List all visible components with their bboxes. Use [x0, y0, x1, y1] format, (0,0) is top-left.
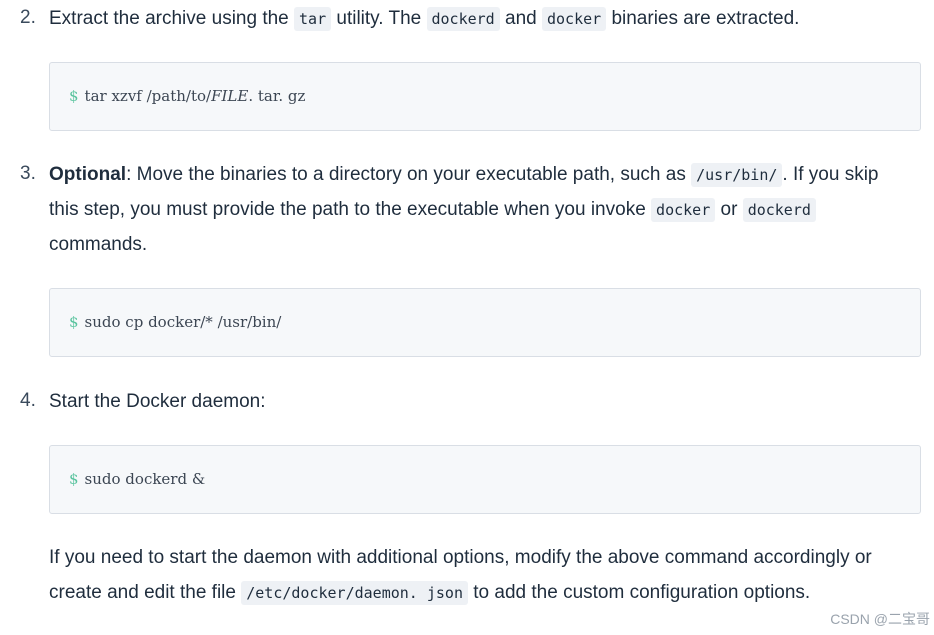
inline-code-dockerd: dockerd	[426, 7, 500, 31]
note-line-2: create and edit the file /etc/docker/dae…	[49, 581, 810, 605]
prompt-symbol: $	[69, 470, 79, 488]
inline-code-tar: tar	[294, 7, 332, 31]
step-number: 2.	[20, 7, 36, 28]
inline-code-usr-bin: /usr/bin/	[691, 163, 783, 187]
step-text-line-1: Optional: Move the binaries to a directo…	[49, 163, 879, 187]
inline-code-docker: docker	[541, 7, 607, 31]
step-text: Extract the archive using the tar utilit…	[49, 7, 799, 31]
command-text: sudo cp docker/* /usr/bin/	[84, 313, 282, 331]
text: this step, you must provide the path to …	[49, 199, 652, 220]
text: and	[499, 8, 542, 29]
code-block-daemon[interactable]: $ sudo dockerd &	[49, 445, 921, 514]
command: $ sudo cp docker/* /usr/bin/	[69, 313, 281, 331]
step-text-line-3: commands.	[49, 234, 148, 255]
prompt-symbol: $	[69, 313, 79, 331]
csdn-watermark: CSDN @二宝哥	[830, 611, 930, 627]
code-block-copy[interactable]: $ sudo cp docker/* /usr/bin/	[49, 288, 921, 357]
command-placeholder: FILE	[211, 87, 249, 105]
inline-code-daemon-json: /etc/docker/daemon. json	[241, 581, 468, 605]
code-block-extract[interactable]: $ tar xzvf /path/to/FILE. tar. gz	[49, 62, 921, 131]
text: Extract the archive using the	[49, 8, 295, 29]
command-text: . tar. gz	[248, 87, 306, 105]
text: . If you skip	[782, 164, 879, 185]
prompt-symbol: $	[69, 87, 79, 105]
inline-code-dockerd: dockerd	[742, 198, 816, 222]
text: or	[715, 199, 743, 220]
inline-code-docker: docker	[651, 198, 716, 222]
text: create and edit the file	[49, 582, 242, 603]
command: $ tar xzvf /path/to/FILE. tar. gz	[69, 87, 305, 105]
step-number: 3.	[20, 163, 36, 184]
text: : Move the binaries to a directory on yo…	[126, 164, 692, 185]
note-line-1: If you need to start the daemon with add…	[49, 547, 872, 568]
command: $ sudo dockerd &	[69, 470, 205, 488]
command-text: tar xzvf /path/to/	[84, 87, 212, 105]
step-number: 4.	[20, 390, 36, 411]
text: binaries are extracted.	[606, 8, 800, 29]
step-text-line-2: this step, you must provide the path to …	[49, 198, 816, 222]
text: utility. The	[331, 8, 427, 29]
step-text: Start the Docker daemon:	[49, 391, 266, 412]
command-text: sudo dockerd &	[84, 470, 206, 488]
optional-label: Optional	[49, 164, 127, 185]
text: to add the custom configuration options.	[468, 582, 811, 603]
